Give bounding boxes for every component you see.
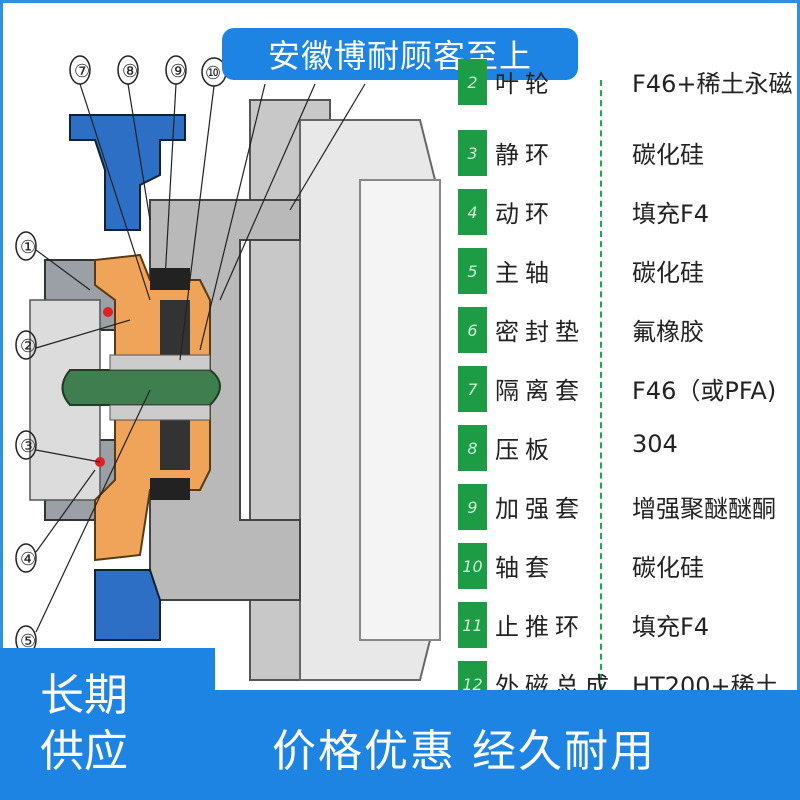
part-name: 动环 <box>495 200 555 228</box>
callout-2: ② <box>20 336 36 357</box>
slogan: 价格优惠 经久耐用 <box>272 726 656 777</box>
callout-5: ⑤ <box>20 631 36 652</box>
part-number-badge: 5 <box>458 248 487 294</box>
table-row: 10 轴套 碳化硅 <box>455 540 800 592</box>
part-number-badge: 10 <box>458 543 487 589</box>
part-name: 止推环 <box>495 613 585 641</box>
part-name: 主轴 <box>495 259 555 287</box>
part-number-badge: 6 <box>458 307 487 353</box>
corner-line-1: 长期 <box>40 670 128 721</box>
table-row: 5 主轴 碳化硅 <box>455 245 800 297</box>
callout-4: ④ <box>20 549 36 570</box>
part-name: 静环 <box>495 141 555 169</box>
part-material: F46（或PFA) <box>632 377 777 405</box>
part-material: 碳化硅 <box>632 141 704 169</box>
part-number-badge: 4 <box>458 189 487 235</box>
table-row: 11 止推环 填充F4 <box>455 599 800 651</box>
part-name: 加强套 <box>495 495 585 523</box>
part-number-badge: 3 <box>458 130 487 176</box>
table-row: 2 叶轮 F46+稀土永磁 <box>455 56 800 108</box>
callout-8: ⑧ <box>122 61 138 82</box>
part-material: 碳化硅 <box>632 554 704 582</box>
callout-10: ⑩ <box>205 63 221 84</box>
part-material: 氟橡胶 <box>632 318 704 346</box>
table-row: 4 动环 填充F4 <box>455 186 800 238</box>
callout-9: ⑨ <box>170 61 186 82</box>
part-name: 压板 <box>495 436 555 464</box>
part-material: 填充F4 <box>632 613 710 641</box>
part-number-badge: 2 <box>458 59 487 105</box>
part-name: 隔离套 <box>495 377 585 405</box>
part-material: 填充F4 <box>632 200 710 228</box>
top-banner: 安徽博耐顾客至上 <box>222 28 578 80</box>
part-material: F46+稀土永磁 <box>632 70 793 98</box>
callout-3: ③ <box>20 436 36 457</box>
column-divider <box>600 80 602 690</box>
part-material: 304 <box>632 430 678 458</box>
table-row: 3 静环 碳化硅 <box>455 127 800 179</box>
part-material: 增强聚醚醚酮 <box>632 495 776 523</box>
part-number-badge: 7 <box>458 366 487 412</box>
callout-7: ⑦ <box>74 61 90 82</box>
table-row: 9 加强套 增强聚醚醚酮 <box>455 481 800 533</box>
corner-label: 长期 供应 <box>0 648 215 800</box>
part-name: 叶轮 <box>495 70 555 98</box>
table-row: 7 隔离套 F46（或PFA) <box>455 363 800 415</box>
part-material: 碳化硅 <box>632 259 704 287</box>
part-number-badge: 8 <box>458 425 487 471</box>
table-row: 6 密封垫 氟橡胶 <box>455 304 800 356</box>
callout-1: ① <box>20 237 36 258</box>
corner-line-2: 供应 <box>40 726 128 777</box>
part-number-badge: 11 <box>458 602 487 648</box>
part-name: 轴套 <box>495 554 555 582</box>
part-name: 密封垫 <box>495 318 585 346</box>
table-row: 8 压板 304 <box>455 422 800 474</box>
part-number-badge: 9 <box>458 484 487 530</box>
